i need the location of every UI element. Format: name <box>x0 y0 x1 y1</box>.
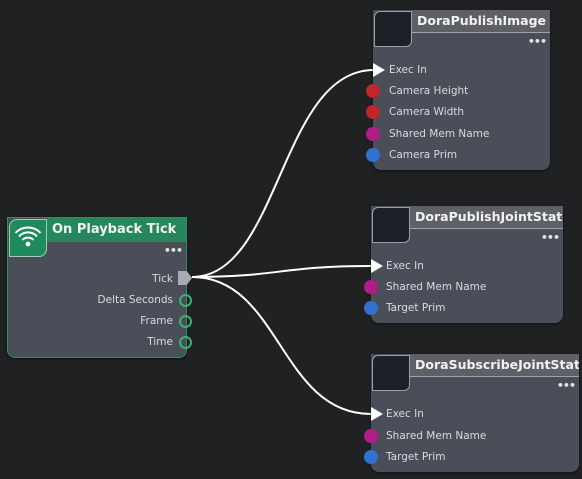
output-pin-frame[interactable] <box>179 315 192 328</box>
input-pin-camera-width[interactable] <box>366 105 380 119</box>
node-icon-frame <box>9 219 47 257</box>
input-pin-camera-prim[interactable] <box>366 148 380 162</box>
wire-tick-to-publish-joint[interactable] <box>191 265 372 278</box>
input-label-exec-in: Exec In <box>386 260 424 272</box>
output-label-tick: Tick <box>152 273 173 285</box>
output-label-delta-seconds: Delta Seconds <box>97 294 173 306</box>
node-menu-icon[interactable]: ••• <box>540 231 560 244</box>
node-icon-frame <box>372 355 410 391</box>
wire-tick-to-publish-image[interactable] <box>191 69 375 278</box>
wifi-signal-icon <box>14 226 42 247</box>
input-label-exec-in: Exec In <box>389 64 427 76</box>
node-title[interactable]: DoraPublishJointState <box>410 206 563 228</box>
node-menu-icon[interactable]: ••• <box>527 35 547 48</box>
exec-input-pin[interactable] <box>373 63 385 77</box>
input-label-camera-prim: Camera Prim <box>389 149 458 161</box>
input-label-camera-height: Camera Height <box>389 85 469 97</box>
input-label-shared-mem-name: Shared Mem Name <box>386 281 487 293</box>
node-menu-icon[interactable]: ••• <box>556 379 576 392</box>
input-label-shared-mem-name: Shared Mem Name <box>386 430 487 442</box>
output-label-time: Time <box>147 336 173 348</box>
dora-subscribe-joint-state-node[interactable]: DoraSubscribeJointState ••• Exec In Shar… <box>364 354 579 472</box>
input-label-target-prim: Target Prim <box>386 302 446 314</box>
node-title[interactable]: On Playback Tick <box>47 218 186 242</box>
node-icon-frame <box>374 11 412 47</box>
output-pin-delta-seconds[interactable] <box>179 294 192 307</box>
input-pin-shared-mem-name[interactable] <box>366 127 380 141</box>
dora-publish-image-node[interactable]: DoraPublishImage ••• Exec In Camera Heig… <box>366 10 550 170</box>
dora-publish-joint-state-node[interactable]: DoraPublishJointState ••• Exec In Shared… <box>364 206 563 323</box>
input-label-target-prim: Target Prim <box>386 451 446 463</box>
input-pin-camera-height[interactable] <box>366 84 380 98</box>
input-label-shared-mem-name: Shared Mem Name <box>389 128 490 140</box>
node-title[interactable]: DoraPublishImage <box>412 10 550 32</box>
input-pin-shared-mem-name[interactable] <box>364 280 378 294</box>
exec-output-pin-tick[interactable] <box>178 271 192 285</box>
input-pin-target-prim[interactable] <box>364 450 378 464</box>
wire-tick-to-subscribe-joint[interactable] <box>191 276 372 415</box>
input-label-camera-width: Camera Width <box>389 106 465 118</box>
exec-input-pin[interactable] <box>371 259 383 273</box>
on-playback-tick-node[interactable]: On Playback Tick ••• Tick Delta Seconds … <box>7 217 192 358</box>
output-label-frame: Frame <box>140 315 173 327</box>
input-label-exec-in: Exec In <box>386 408 424 420</box>
node-title[interactable]: DoraSubscribeJointState <box>410 354 579 376</box>
node-icon-frame <box>372 207 410 243</box>
exec-input-pin[interactable] <box>371 407 383 421</box>
input-pin-shared-mem-name[interactable] <box>364 429 378 443</box>
output-pin-time[interactable] <box>179 336 192 349</box>
node-menu-icon[interactable]: ••• <box>163 244 183 257</box>
input-pin-target-prim[interactable] <box>364 301 378 315</box>
